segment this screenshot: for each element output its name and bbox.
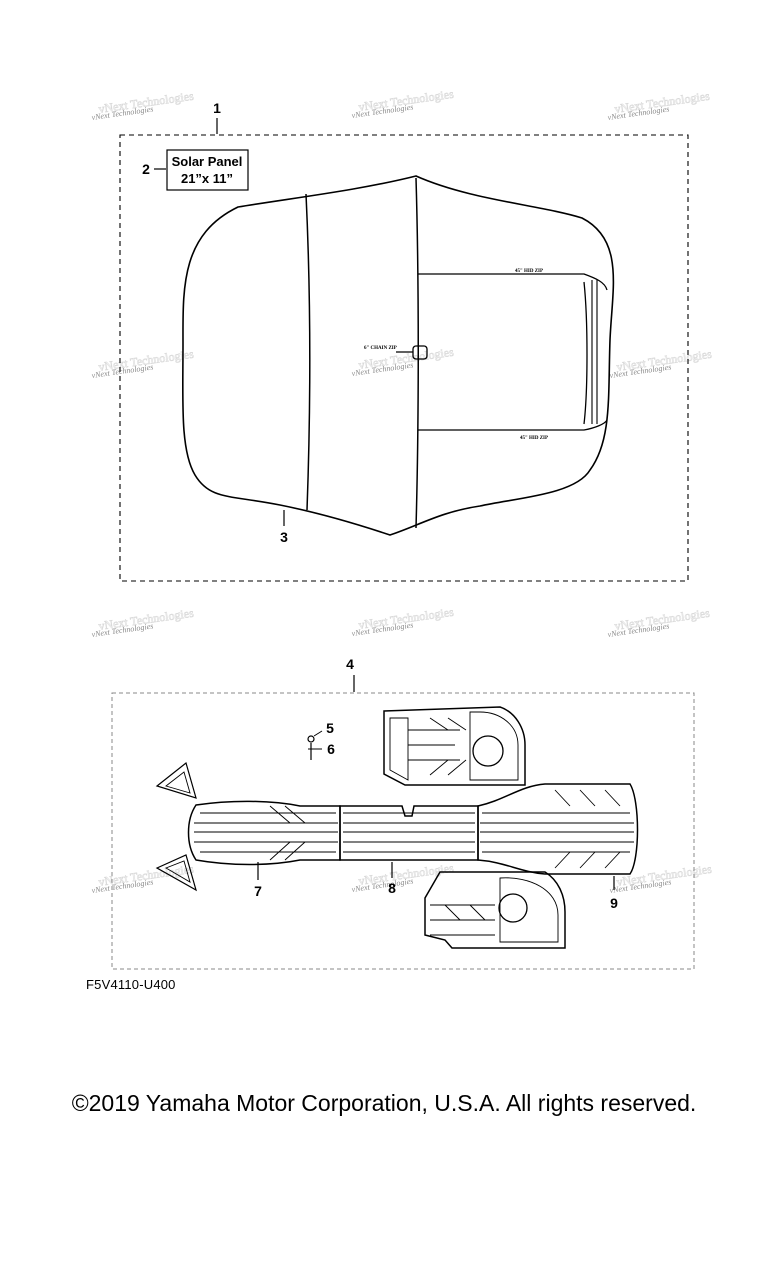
console-pad-lower-cupholder: [498, 893, 528, 923]
cover-outline: [181, 175, 615, 536]
console-pad-upper-chevrons: [429, 717, 467, 776]
mat-bow-runner: [187, 800, 341, 866]
watermark-mid-left: vNext Technologies vNext Technologies: [91, 346, 195, 380]
mat-9-lines: [480, 812, 634, 853]
watermark-mid-right: vNext Technologies vNext Technologies: [609, 346, 713, 380]
zip-label-chain: 6" CHAIN ZIP: [364, 346, 397, 351]
console-pad-upper-lines: [408, 729, 460, 761]
zip-label-bottom: 45" HID ZIP: [520, 436, 548, 441]
mat-9-chevrons: [554, 789, 621, 869]
callout-2: 2: [142, 161, 150, 177]
cover-seam-center: [415, 177, 419, 529]
bow-pad-upper-inner: [165, 771, 191, 794]
callout-6: 6: [327, 741, 335, 757]
console-pad-lower-chevrons: [444, 904, 486, 921]
bow-pad-upper: [155, 761, 197, 799]
assembly-4-boundary: [111, 692, 695, 970]
watermark-lower-left: vNext Technologies vNext Technologies: [91, 605, 195, 639]
console-pad-upper-cupholder: [472, 735, 504, 767]
copyright-notice: ©2019 Yamaha Motor Corporation, U.S.A. A…: [71, 1090, 697, 1116]
console-pad-upper: [383, 706, 526, 786]
watermark-bottom-center: vNext Technologies vNext Technologies: [351, 860, 455, 894]
console-pad-upper-outline: [383, 706, 526, 786]
bow-pad-lower-inner: [164, 860, 191, 883]
callout-8: 8: [388, 880, 396, 896]
solar-panel-label: Solar Panel: [172, 154, 243, 169]
zip-panel-right: [583, 281, 588, 425]
callout-5: 5: [326, 720, 334, 736]
watermark-bottom-left: vNext Technologies vNext Technologies: [91, 861, 195, 895]
mat-center: [339, 805, 479, 861]
console-pad-lower-inner: [499, 877, 559, 943]
callout-1: 1: [213, 100, 221, 116]
console-pad-lower-lines: [430, 904, 495, 936]
console-pad-upper-edge: [389, 717, 409, 781]
bow-pad-lower: [155, 854, 197, 892]
callout-9: 9: [610, 895, 618, 911]
figure-code: F5V4110-U400: [86, 977, 176, 992]
watermark-top-center: vNext Technologies vNext Technologies: [351, 86, 455, 120]
mat-8-outline: [339, 805, 479, 861]
console-pad-upper-inner: [469, 711, 519, 781]
watermark-top-left: vNext Technologies vNext Technologies: [91, 88, 195, 122]
console-pad-lower-outline: [424, 871, 566, 949]
mat-stern: [477, 783, 639, 875]
zip-top-edge: [418, 273, 608, 291]
zip-label-top: 45" HID ZIP: [515, 269, 543, 274]
solar-panel-box: [166, 149, 249, 191]
fastener: [307, 735, 315, 760]
cover-seam-left: [305, 193, 311, 511]
mat-8-lines: [343, 812, 475, 853]
watermark-bottom-right: vNext Technologies vNext Technologies: [609, 861, 713, 895]
bow-pad-lower-outer: [155, 854, 197, 892]
solar-panel-size: 21”x 11”: [181, 171, 233, 186]
bow-pad-upper-outer: [155, 761, 197, 799]
callout-4: 4: [346, 656, 354, 672]
leader-5: [313, 730, 323, 737]
watermark-lower-right: vNext Technologies vNext Technologies: [607, 605, 711, 639]
mat-9-outline: [477, 783, 639, 875]
zip-bottom-edge: [418, 419, 608, 431]
boat-cover: [181, 175, 615, 536]
watermark-lower-center: vNext Technologies vNext Technologies: [351, 604, 455, 638]
fastener-head: [307, 735, 315, 743]
watermark-top-right: vNext Technologies vNext Technologies: [607, 88, 711, 122]
callout-3: 3: [280, 529, 288, 545]
assembly-1-boundary: [119, 134, 689, 582]
mat-7-outline: [187, 800, 341, 866]
callout-7: 7: [254, 883, 262, 899]
console-pad-lower: [424, 871, 566, 949]
mat-7-chevrons: [269, 805, 306, 861]
